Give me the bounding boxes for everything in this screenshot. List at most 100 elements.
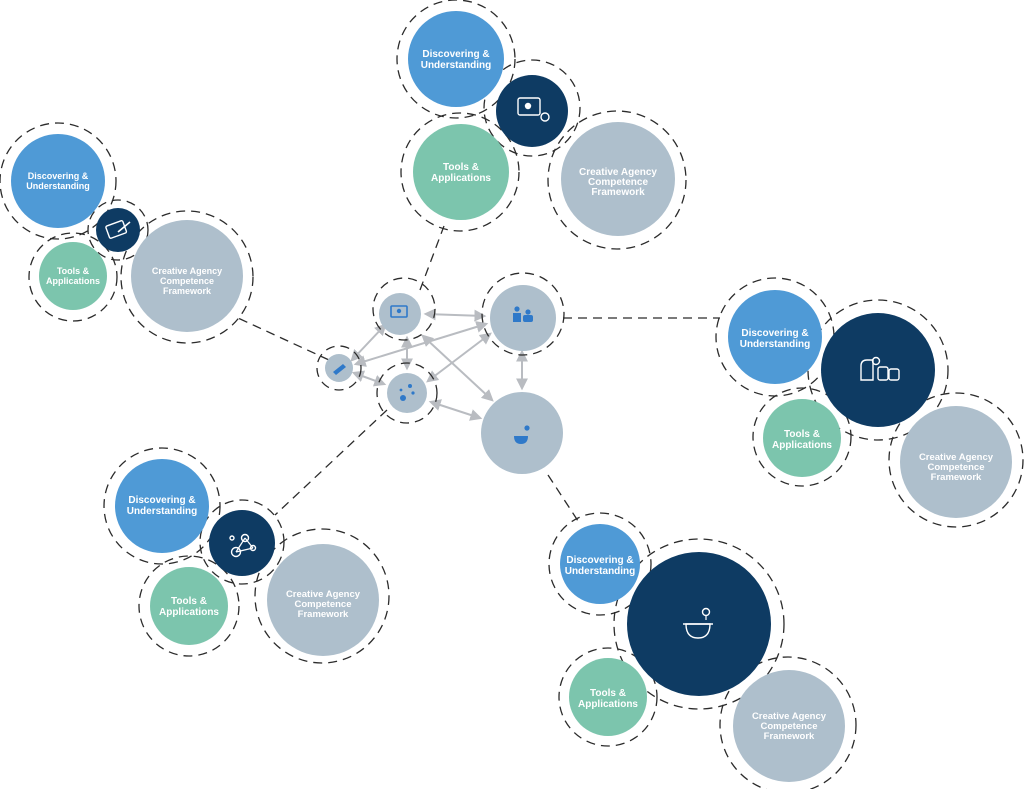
- framework-line-3: Framework: [931, 472, 982, 483]
- discovering-circle: [11, 134, 105, 228]
- team-icon: [513, 306, 533, 322]
- center-node-network-ring: [376, 362, 438, 424]
- framework-line-2: Competence: [160, 276, 214, 286]
- framework-line-2: Competence: [760, 721, 817, 732]
- tools-line-2: Applications: [772, 440, 832, 451]
- ring-hub: [807, 299, 949, 441]
- discovering-line-2: Understanding: [565, 566, 636, 577]
- ring-tools: [28, 232, 118, 322]
- ring-framework: [254, 528, 390, 664]
- ring-framework: [888, 392, 1024, 528]
- discovering-circle: [728, 290, 822, 384]
- framework-line-1: Creative Agency: [286, 589, 361, 600]
- cluster-bottom-right: Discovering & Understanding Tools & Appl…: [548, 512, 857, 789]
- tools-line-1: Tools &: [590, 688, 626, 699]
- discovering-circle: [115, 459, 209, 553]
- competence-framework-node[interactable]: Creative Agency Competence Framework: [131, 220, 243, 332]
- cluster-top: Discovering & Understanding Tools & Appl…: [396, 0, 687, 250]
- ring-tools: [138, 555, 240, 657]
- competence-framework-node[interactable]: Creative Agency Competence Framework: [267, 544, 379, 656]
- pot-lightbulb-icon: [683, 607, 713, 639]
- tools-line-1: Tools &: [443, 162, 479, 173]
- framework-line-1: Creative Agency: [579, 167, 657, 178]
- dots-icon: [399, 384, 415, 401]
- tools-circle: [413, 124, 509, 220]
- tools-circle: [39, 242, 107, 310]
- ring-discovering: [548, 512, 652, 616]
- discovering-line-2: Understanding: [127, 506, 198, 517]
- ring-tools: [558, 647, 658, 747]
- competence-framework-node[interactable]: Creative Agency Competence Framework: [900, 406, 1012, 518]
- tools-line-2: Applications: [159, 607, 219, 618]
- discovering-understanding-node[interactable]: Discovering & Understanding: [11, 134, 105, 228]
- tools-applications-node[interactable]: Tools & Applications: [763, 399, 841, 477]
- competence-framework-node[interactable]: Creative Agency Competence Framework: [561, 122, 675, 236]
- hub-node[interactable]: [627, 552, 771, 696]
- tools-line-2: Applications: [46, 276, 100, 286]
- framework-circle: [131, 220, 243, 332]
- framework-circle: [267, 544, 379, 656]
- hub-node[interactable]: [496, 75, 568, 147]
- tools-line-2: Applications: [431, 173, 491, 184]
- tools-circle: [763, 399, 841, 477]
- pen-icon: [333, 364, 346, 375]
- hub-node[interactable]: [209, 510, 275, 576]
- cluster-bottom-left: Discovering & Understanding Tools & Appl…: [103, 447, 390, 664]
- framework-line-1: Creative Agency: [152, 266, 222, 276]
- connector-bottom-right: [547, 474, 581, 525]
- ring-framework: [719, 656, 857, 789]
- hub-circle: [496, 75, 568, 147]
- tools-applications-node[interactable]: Tools & Applications: [569, 658, 647, 736]
- tools-circle: [569, 658, 647, 736]
- framework-line-2: Competence: [588, 177, 648, 188]
- center-node-screen[interactable]: [372, 277, 436, 341]
- ring-tools: [752, 387, 852, 487]
- pot-icon: [514, 425, 530, 444]
- ring-hub: [613, 538, 785, 710]
- center-nodes: [316, 272, 565, 474]
- center-node-network[interactable]: [376, 362, 438, 424]
- framework-circle: [561, 122, 675, 236]
- ring-hub: [483, 59, 581, 157]
- center-node-screen-ring: [372, 277, 436, 341]
- ring-discovering: [0, 122, 117, 240]
- framework-line-3: Framework: [591, 187, 645, 198]
- discovering-circle: [408, 11, 504, 107]
- tools-applications-node[interactable]: Tools & Applications: [413, 124, 509, 220]
- discovering-understanding-node[interactable]: Discovering & Understanding: [408, 11, 504, 107]
- discovering-line-1: Discovering &: [128, 495, 195, 506]
- discovering-line-1: Discovering &: [741, 328, 808, 339]
- discovering-understanding-node[interactable]: Discovering & Understanding: [560, 524, 640, 604]
- connector-bottom-left: [274, 409, 388, 516]
- framework-circle: [900, 406, 1012, 518]
- tools-line-1: Tools &: [57, 266, 90, 276]
- ring-hub: [199, 499, 285, 585]
- arrow-pen-team: [353, 321, 489, 367]
- tools-line-2: Applications: [578, 699, 638, 710]
- competence-framework-node[interactable]: Creative Agency Competence Framework: [733, 670, 845, 782]
- center-node-team[interactable]: [481, 272, 565, 356]
- arrow-screen-pot: [421, 334, 494, 402]
- team-puzzle-icon: [860, 356, 900, 381]
- monitor-icon: [390, 305, 408, 318]
- discovering-understanding-node[interactable]: Discovering & Understanding: [728, 290, 822, 384]
- framework-line-3: Framework: [298, 609, 349, 620]
- connector-left: [237, 317, 330, 361]
- hub-node[interactable]: [821, 313, 935, 427]
- tools-circle: [150, 567, 228, 645]
- cluster-right: Discovering & Understanding Tools & Appl…: [715, 277, 1024, 528]
- discovering-line-2: Understanding: [26, 181, 90, 191]
- center-node-team-ring: [481, 272, 565, 356]
- framework-line-3: Framework: [163, 286, 212, 296]
- discovering-understanding-node[interactable]: Discovering & Understanding: [115, 459, 209, 553]
- tools-line-1: Tools &: [784, 429, 820, 440]
- hub-node[interactable]: [96, 208, 140, 252]
- center-node-pen[interactable]: [316, 345, 362, 391]
- tools-applications-node[interactable]: Tools & Applications: [150, 567, 228, 645]
- center-node-pot-circle: [481, 392, 563, 474]
- tools-applications-node[interactable]: Tools & Applications: [39, 242, 107, 310]
- framework-line-3: Framework: [764, 731, 815, 742]
- center-node-pot[interactable]: [481, 392, 563, 474]
- monitor-gear-icon: [517, 97, 550, 122]
